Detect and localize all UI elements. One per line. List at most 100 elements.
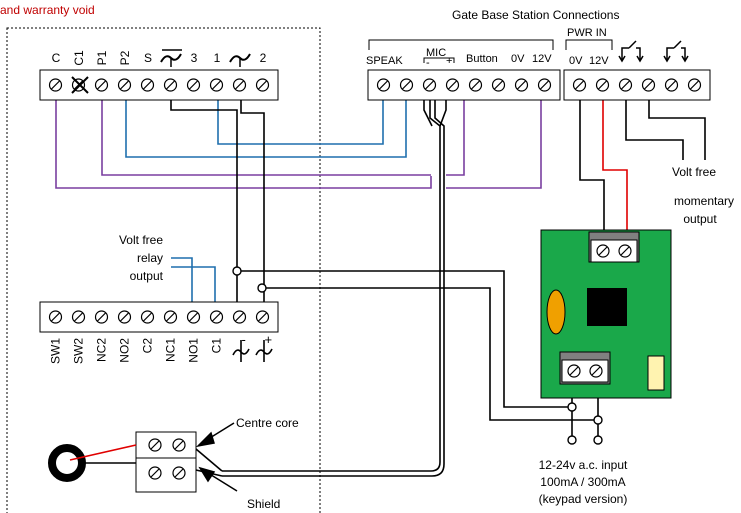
pcb-terminal-screw-icon <box>567 364 603 378</box>
black-wire-ac2 <box>264 287 599 421</box>
keypad-enclosure-outline <box>6 27 321 513</box>
terminal-screw-slot <box>74 312 83 322</box>
terminal-screw-icon <box>255 310 270 324</box>
coax-split-to-centre <box>195 448 223 472</box>
terminal-block-body <box>367 69 561 101</box>
bottom-terminal-label: SW2 <box>72 338 86 364</box>
bottom-terminal-label: + <box>265 332 273 347</box>
terminal-screw-slot <box>258 312 267 322</box>
terminal-screw-icon <box>48 310 63 324</box>
pcb-capacitor <box>546 289 566 335</box>
terminal-screw-slot <box>74 80 83 90</box>
terminal-screw-slot <box>598 80 607 90</box>
spacer <box>664 181 724 193</box>
power-terminal-block <box>563 69 711 101</box>
terminal-screw-icon <box>255 78 270 92</box>
terminal-label-1: 1 <box>214 51 221 65</box>
coax-red-wire <box>69 444 137 461</box>
input-note-line1: 12-24v a.c. input <box>539 458 628 472</box>
terminal-screw-slot <box>189 80 198 90</box>
top-terminal-block <box>39 69 279 101</box>
terminal-screw-slot <box>97 80 106 90</box>
terminal-screw-icon <box>94 310 109 324</box>
terminal-screw-icon <box>514 78 529 92</box>
terminal-screw-slot <box>97 312 106 322</box>
terminal-screw-icon <box>94 78 109 92</box>
mic-bracket <box>423 57 455 63</box>
terminal-screw-icon <box>618 78 633 92</box>
terminal-label-c1: C1 <box>72 50 86 66</box>
terminal-label-3: 3 <box>191 51 198 65</box>
terminal-screw-icon <box>232 78 247 92</box>
terminal-screw-slot <box>51 312 60 322</box>
terminal-label-s: S <box>144 51 152 65</box>
terminal-screw-slot <box>51 80 60 90</box>
terminal-screw-icon <box>71 78 86 92</box>
terminal-screw-icon <box>140 310 155 324</box>
relay-note-line2: relay <box>137 251 163 265</box>
junction-dot <box>232 266 242 276</box>
coax-connector-icon <box>48 444 86 482</box>
power-label-0v: 0V <box>569 55 583 67</box>
ac-input-symbol-icon <box>232 340 273 362</box>
terminal-screw-slot <box>540 80 549 90</box>
bottom-terminal-label: NC2 <box>95 338 109 362</box>
terminal-screw-icon <box>664 78 679 92</box>
terminal-screw-slot <box>517 80 526 90</box>
terminal-label-mic-minus: - <box>426 57 430 69</box>
terminal-screw-icon <box>209 310 224 324</box>
terminal-screw-slot <box>120 312 129 322</box>
pwr-in-label: PWR IN <box>567 27 607 39</box>
coax-terminal-block <box>135 431 197 493</box>
terminal-label-c: C <box>52 51 61 65</box>
terminal-screw-icon <box>186 78 201 92</box>
black-wire-momentary-b <box>648 96 706 160</box>
terminal-screw-icon <box>468 78 483 92</box>
terminal-screw-slot <box>667 80 676 90</box>
input-note-line2: 100mA / 300mA <box>540 475 625 489</box>
relay-contact-icon <box>618 40 689 63</box>
bottom-terminal-label: - <box>242 332 246 347</box>
coax-cable-outer <box>222 96 441 472</box>
input-note-line3: (keypad version) <box>539 492 628 506</box>
purple-wire-c-to-12v <box>446 96 542 189</box>
terminal-screw-icon <box>572 78 587 92</box>
terminal-screw-slot <box>189 312 198 322</box>
terminal-screw-icon <box>641 78 656 92</box>
black-wire-ac1 <box>241 270 573 408</box>
bottom-terminal-label: SW1 <box>49 338 63 364</box>
terminal-screw-icon <box>376 78 391 92</box>
diagram-title: Gate Base Station Connections <box>452 8 619 22</box>
terminal-screw-slot <box>120 80 129 90</box>
centre-core-label: Centre core <box>236 416 299 430</box>
terminal-label-p2: P2 <box>118 50 132 65</box>
momentary-note-line3: output <box>683 212 717 226</box>
pcb-ac-terminal-face <box>561 359 609 383</box>
pcb-fuse <box>647 355 665 391</box>
black-wire-momentary-a <box>625 96 684 160</box>
bottom-terminal-label: NO2 <box>118 338 132 363</box>
junction-dot <box>593 415 603 425</box>
terminal-screw-icon <box>117 310 132 324</box>
terminal-block-body <box>39 69 279 101</box>
terminal-screw-icon <box>422 78 437 92</box>
terminal-screw-slot <box>494 80 503 90</box>
terminal-screw-icon <box>399 78 414 92</box>
junction-dot <box>257 283 267 293</box>
terminal-block-body <box>39 301 279 333</box>
black-wire-0v <box>579 96 605 230</box>
terminal-screw-slot <box>448 80 457 90</box>
terminal-screw-slot <box>212 312 221 322</box>
terminal-screw-icon <box>491 78 506 92</box>
purple-wire-p1 <box>101 96 431 176</box>
black-wire-tilde1 <box>170 96 238 302</box>
purple-wire-c <box>55 96 432 189</box>
input-terminal-end <box>567 435 577 445</box>
coax-terminal-screw-icon <box>148 438 186 480</box>
terminal-screw-icon <box>209 78 224 92</box>
terminal-screw-icon <box>140 78 155 92</box>
momentary-note-line2: momentary <box>674 194 734 208</box>
red-wire-12v <box>602 96 628 230</box>
terminal-screw-slot <box>690 80 699 90</box>
